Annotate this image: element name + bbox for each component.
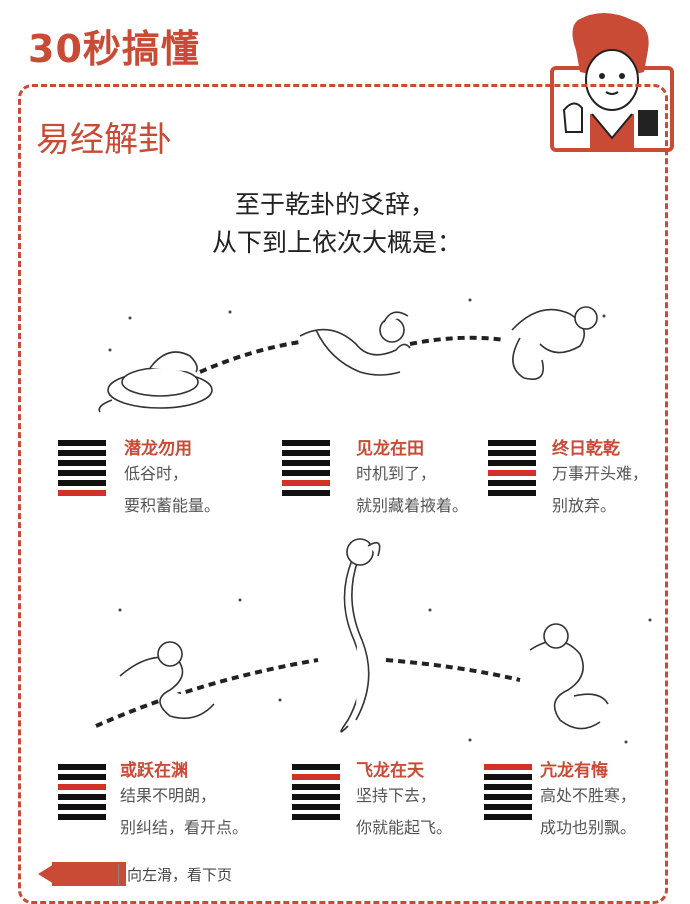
line-4-desc-1: 结果不明朗， <box>120 786 217 805</box>
dragon-leaping <box>119 641 215 720</box>
intro-line-2: 从下到上依次大概是： <box>211 228 462 257</box>
line-3-desc-1: 万事开头难， <box>552 464 649 483</box>
line-1-desc-1: 低谷时， <box>124 464 189 483</box>
line-5-desc-1: 坚持下去， <box>356 786 437 805</box>
line-6-desc-1: 高处不胜寒， <box>540 786 637 805</box>
hexagram-line-4 <box>58 764 106 824</box>
nav-bar-decoration <box>52 862 126 886</box>
dragon-arrogant <box>529 623 609 730</box>
dragon-illustrations <box>95 298 652 744</box>
cartoon-avatar <box>550 13 674 152</box>
line-2-name: 见龙在田 <box>356 439 424 459</box>
dragon-flying <box>340 538 381 733</box>
arrow-left-icon <box>38 864 54 884</box>
line-1-name: 潜龙勿用 <box>124 439 192 459</box>
intro-line-1: 至于乾卦的爻辞， <box>234 190 435 219</box>
hexagram-line-3 <box>488 440 536 500</box>
hexagram-line-6 <box>484 764 532 824</box>
dragon-walking <box>299 311 411 376</box>
line-4-name: 或跃在渊 <box>120 761 188 781</box>
hexagram-line-1 <box>58 440 106 500</box>
line-4-desc-2: 别纠结，看开点。 <box>120 818 249 837</box>
swipe-next-page[interactable]: 向左滑，看下页 <box>30 858 280 886</box>
line-6-name: 亢龙有悔 <box>540 761 608 781</box>
line-2-desc-2: 就别藏着掖着。 <box>356 496 469 515</box>
swipe-hint-text: 向左滑，看下页 <box>118 864 232 885</box>
line-2-desc-1: 时机到了， <box>356 464 437 483</box>
line-1-desc-2: 要积蓄能量。 <box>124 496 221 515</box>
line-3-name: 终日乾乾 <box>552 439 620 459</box>
line-3-desc-2: 别放弃。 <box>552 496 617 515</box>
section-title: 易经解卦 <box>36 120 172 160</box>
dragon-rising <box>511 306 598 380</box>
hexagram-line-2 <box>282 440 330 500</box>
dragon-coiled <box>98 351 213 413</box>
line-6-desc-2: 成功也别飘。 <box>540 818 637 837</box>
hexagram-line-5 <box>292 764 340 824</box>
line-5-name: 飞龙在天 <box>356 761 424 781</box>
line-5-desc-2: 你就能起飞。 <box>356 818 453 837</box>
brand-title: 30秒搞懂 <box>28 27 200 71</box>
